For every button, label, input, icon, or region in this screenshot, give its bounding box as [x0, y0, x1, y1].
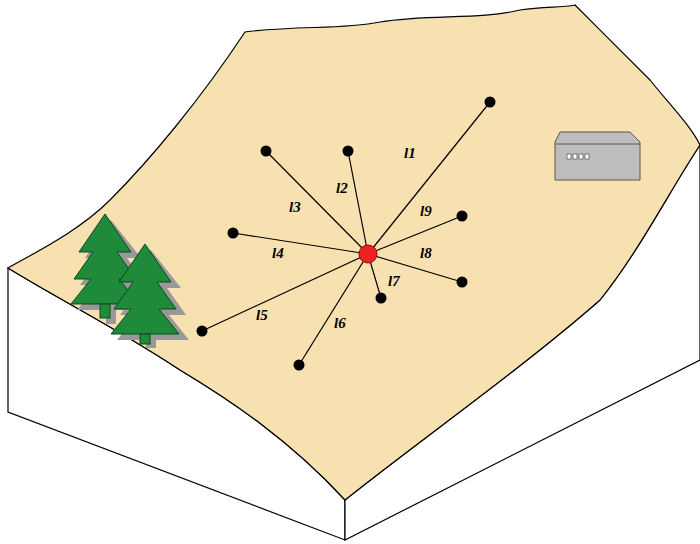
line-label: l7 [388, 274, 400, 289]
tree-symbol [71, 214, 179, 344]
distance-line [202, 102, 490, 365]
line-label: l9 [420, 204, 432, 219]
line-label: l5 [256, 308, 268, 323]
line-label: l3 [289, 200, 301, 215]
terrain-surface [8, 5, 700, 500]
sample-point [197, 97, 496, 371]
building-symbol [555, 132, 640, 180]
line-label: l2 [336, 181, 348, 196]
line-label: l6 [334, 316, 346, 331]
line-label: l1 [404, 146, 416, 161]
target-point [359, 245, 377, 263]
line-label: l8 [420, 246, 432, 261]
line-label: l4 [272, 246, 284, 261]
